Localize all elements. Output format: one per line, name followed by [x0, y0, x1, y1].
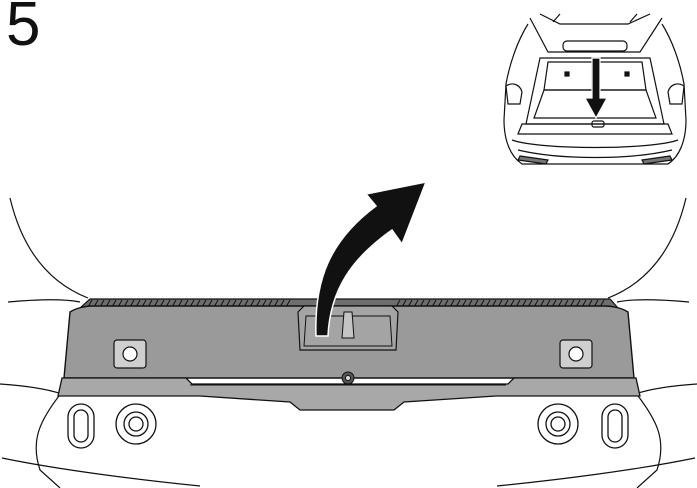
screw [341, 371, 355, 385]
left-latch [113, 339, 147, 369]
vehicle-body-outline [0, 197, 697, 488]
sill-trim-panel [57, 298, 641, 411]
inset-car-rear-view [503, 13, 687, 165]
lift-arrow [315, 180, 428, 337]
panel-ridges [87, 299, 605, 308]
step-number: 5 [6, 0, 41, 59]
inset-down-arrow [583, 57, 609, 120]
bumper-details [67, 403, 629, 449]
right-latch [559, 339, 593, 369]
